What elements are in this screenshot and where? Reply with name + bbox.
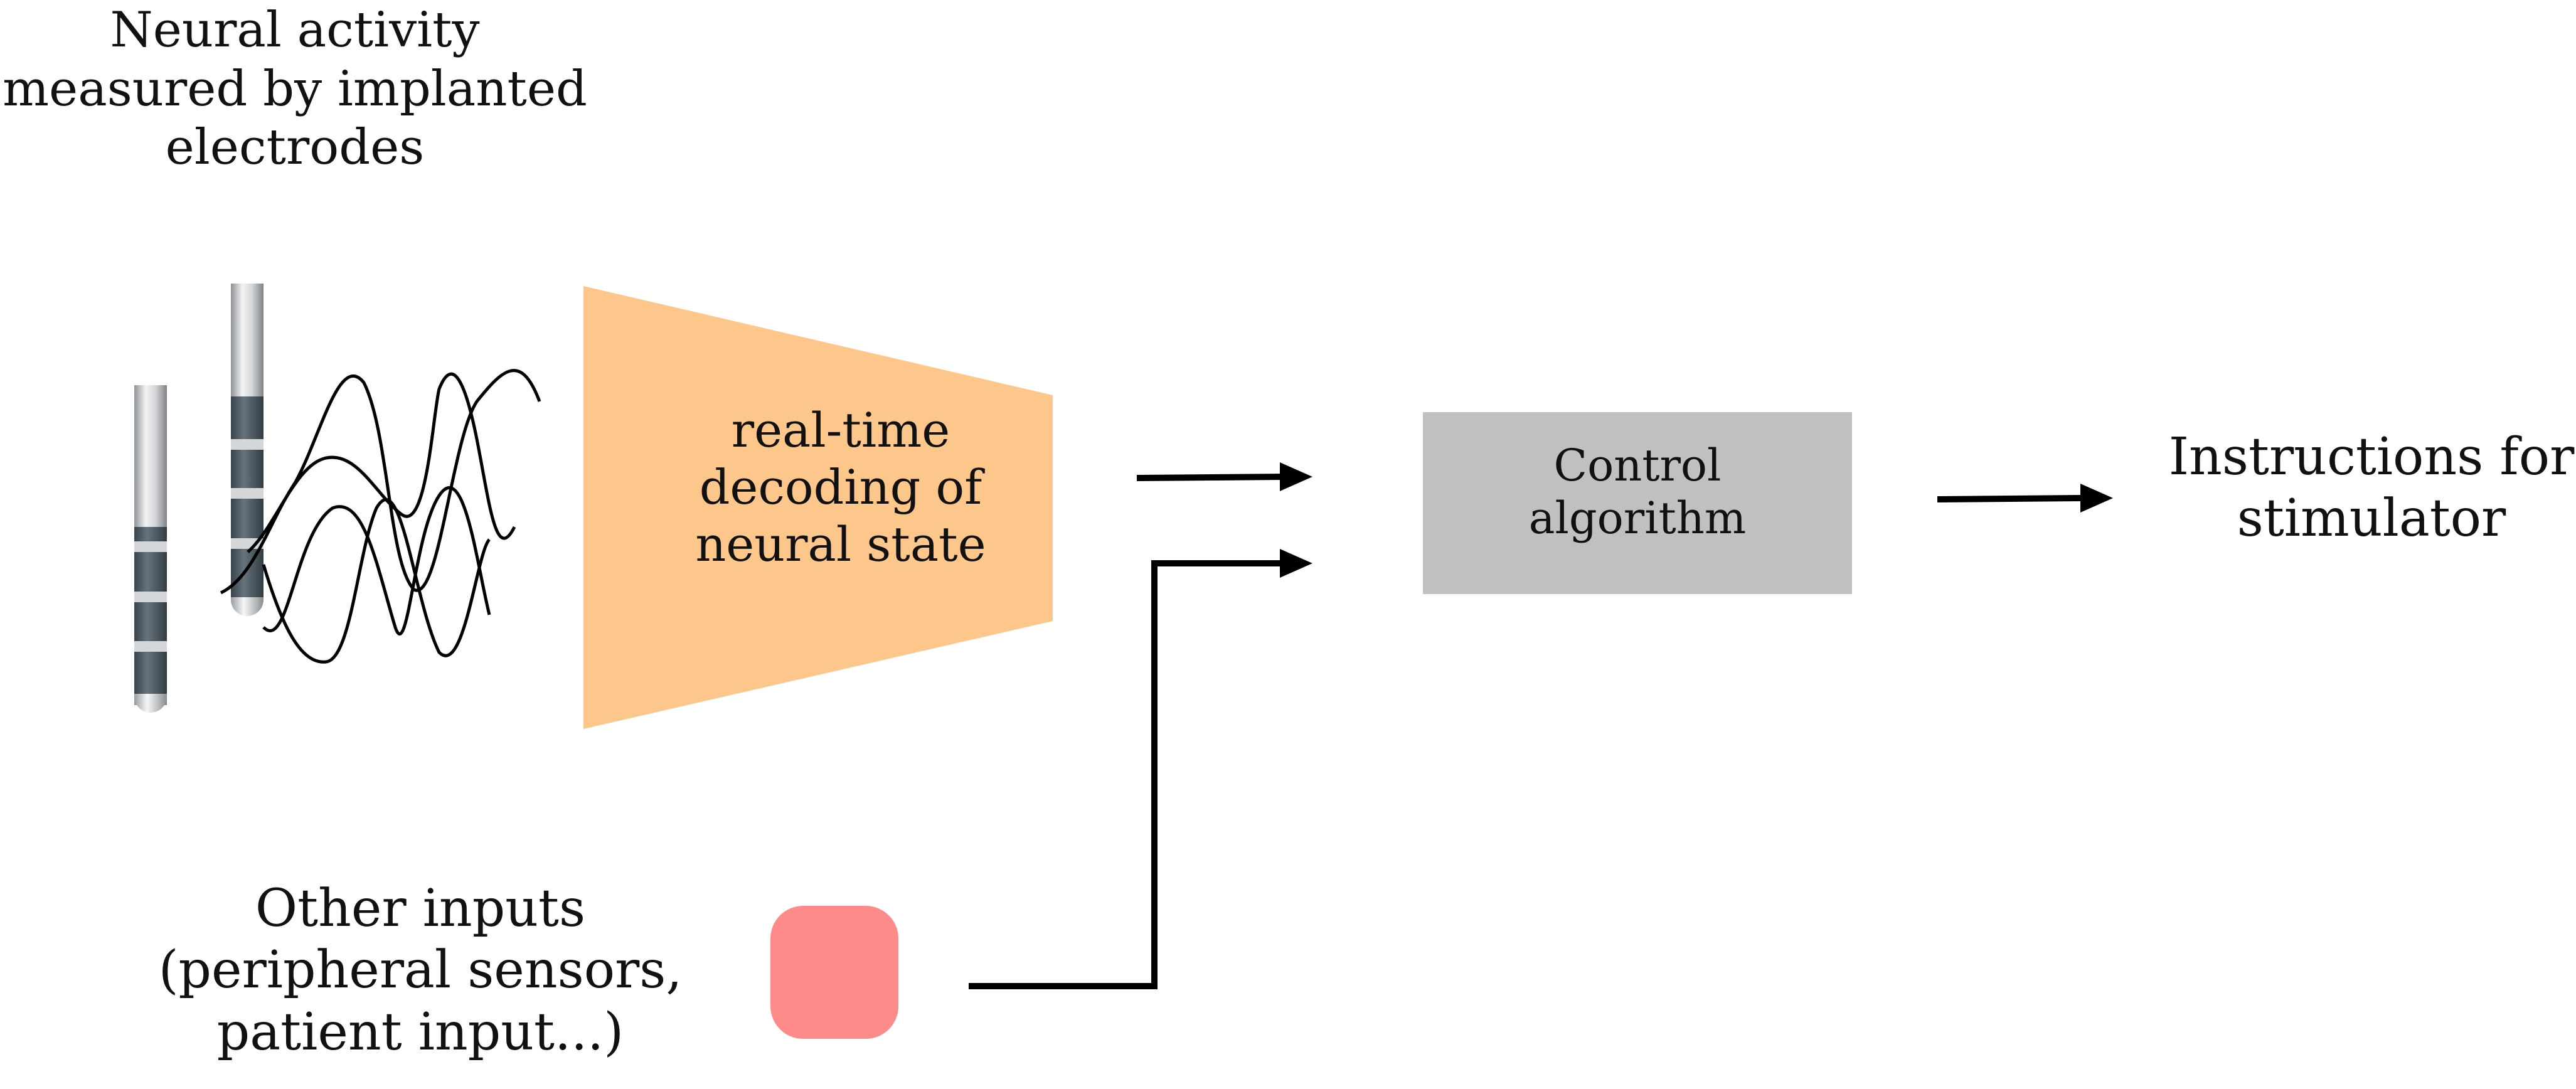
decoder-label: real-time decoding of neural state bbox=[583, 401, 1098, 573]
control-algorithm-label: Control algorithm bbox=[1423, 439, 1852, 544]
decoder-trapezoid bbox=[583, 286, 1053, 729]
decoder-label-line: real-time bbox=[731, 402, 950, 458]
control-algorithm-box bbox=[1423, 412, 1852, 594]
other-inputs-label: Other inputs (peripheral sensors, patien… bbox=[144, 878, 696, 1063]
other-inputs-label-line: (peripheral sensors, bbox=[158, 940, 683, 1001]
output-label-line: stimulator bbox=[2237, 489, 2506, 549]
neural-activity-label: Neural activity measured by implanted el… bbox=[0, 1, 590, 178]
neural-activity-label-line: measured by implanted bbox=[3, 60, 587, 117]
arrow-other-inputs-to-control bbox=[969, 549, 1312, 989]
control-label-line: Control bbox=[1553, 440, 1722, 491]
electrode-right-icon bbox=[231, 284, 263, 616]
decoder-label-line: decoding of bbox=[699, 459, 982, 516]
neural-activity-label-line: electrodes bbox=[165, 119, 425, 176]
arrow-control-to-output bbox=[1937, 484, 2113, 513]
stimulator-instructions-label: Instructions for stimulator bbox=[2146, 427, 2576, 550]
output-label-line: Instructions for bbox=[2168, 427, 2575, 487]
control-label-line: algorithm bbox=[1528, 492, 1747, 544]
arrow-decoder-to-control bbox=[1136, 462, 1312, 491]
decoder-label-line: neural state bbox=[695, 516, 986, 573]
neural-activity-label-line: Neural activity bbox=[110, 2, 480, 58]
other-inputs-label-line: patient input...) bbox=[216, 1002, 624, 1062]
electrode-left-icon bbox=[134, 385, 167, 713]
other-inputs-icon bbox=[770, 906, 898, 1039]
other-inputs-label-line: Other inputs bbox=[255, 879, 586, 938]
neural-signal-waves-icon bbox=[220, 369, 541, 664]
